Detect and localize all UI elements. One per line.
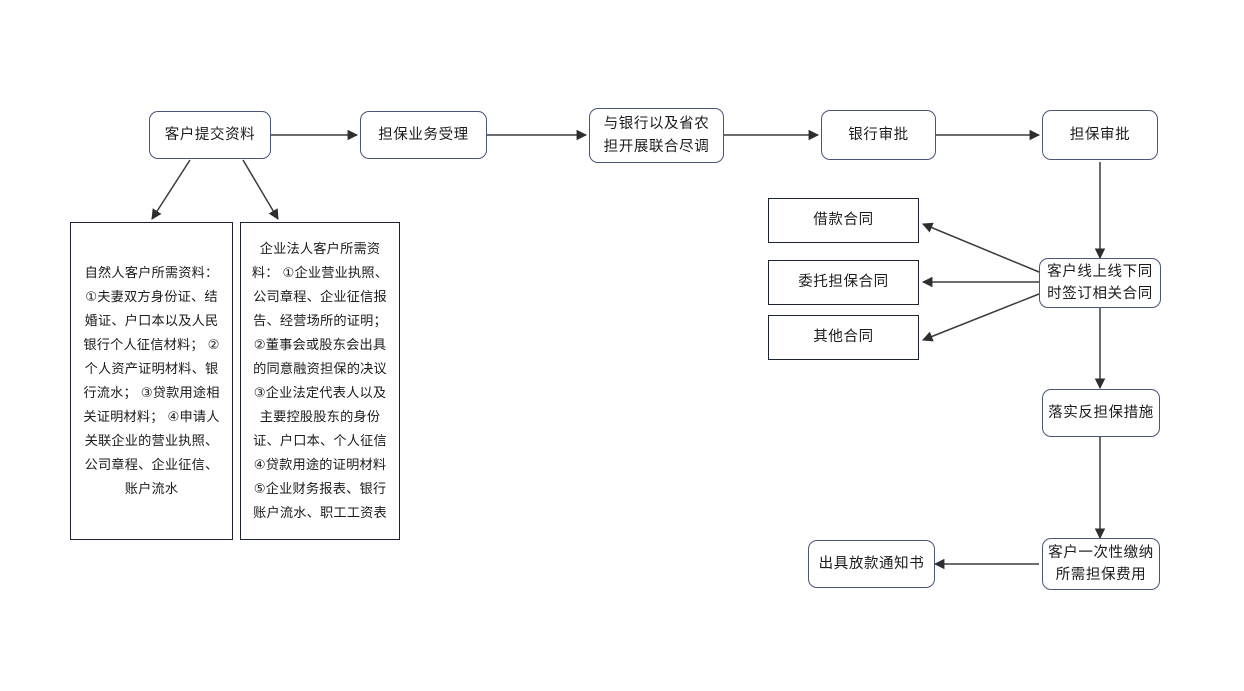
node-loan-contract[interactable]: 借款合同	[768, 198, 919, 243]
node-counter-guarantee[interactable]: 落实反担保措施	[1042, 389, 1160, 437]
node-entrusted-guarantee-contract-label: 委托担保合同	[798, 274, 889, 291]
node-loan-contract-label: 借款合同	[813, 212, 874, 229]
node-sign-contracts-label: 客户线上线下同 时签订相关合同	[1047, 263, 1153, 302]
node-natural-person-materials-label: 自然人客户所需资料： ①夫妻双方身份证、结 婚证、户口本以及人民 银行个人征信材…	[83, 264, 220, 497]
node-issue-loan-notice[interactable]: 出具放款通知书	[808, 540, 935, 588]
node-joint-due-diligence-label: 与银行以及省农 担开展联合尽调	[603, 116, 710, 155]
node-submit-materials-label: 客户提交资料	[164, 126, 256, 143]
edge-submit-to-natural	[151, 159, 191, 220]
node-enterprise-materials-label: 企业法人客户所需资 料： ①企业营业执照、 公司章程、企业征信报 告、经营场所的…	[251, 240, 389, 521]
node-natural-person-materials: 自然人客户所需资料： ①夫妻双方身份证、结 婚证、户口本以及人民 银行个人征信材…	[70, 222, 233, 540]
edge-sign-to-loancontract	[922, 222, 1040, 273]
node-joint-due-diligence[interactable]: 与银行以及省农 担开展联合尽调	[589, 108, 724, 163]
node-pay-fee[interactable]: 客户一次性缴纳 所需担保费用	[1042, 538, 1160, 590]
node-issue-loan-notice-label: 出具放款通知书	[818, 555, 925, 572]
node-submit-materials[interactable]: 客户提交资料	[149, 111, 271, 159]
node-entrusted-guarantee-contract[interactable]: 委托担保合同	[768, 260, 919, 305]
node-counter-guarantee-label: 落实反担保措施	[1048, 404, 1154, 421]
node-pay-fee-label: 客户一次性缴纳 所需担保费用	[1048, 544, 1154, 583]
node-enterprise-materials: 企业法人客户所需资 料： ①企业营业执照、 公司章程、企业征信报 告、经营场所的…	[240, 222, 400, 540]
node-bank-approval-label: 银行审批	[848, 126, 909, 143]
node-bank-approval[interactable]: 银行审批	[821, 110, 936, 160]
edge-submit-to-enterprise	[242, 159, 279, 220]
node-guarantee-approval[interactable]: 担保审批	[1042, 110, 1158, 160]
node-guarantee-acceptance[interactable]: 担保业务受理	[360, 111, 487, 159]
node-other-contract[interactable]: 其他合同	[768, 315, 919, 360]
node-guarantee-acceptance-label: 担保业务受理	[378, 126, 469, 143]
node-guarantee-approval-label: 担保审批	[1069, 126, 1131, 143]
node-sign-contracts[interactable]: 客户线上线下同 时签订相关合同	[1039, 258, 1161, 308]
edge-sign-to-othercontract	[922, 293, 1040, 342]
node-other-contract-label: 其他合同	[813, 329, 874, 346]
